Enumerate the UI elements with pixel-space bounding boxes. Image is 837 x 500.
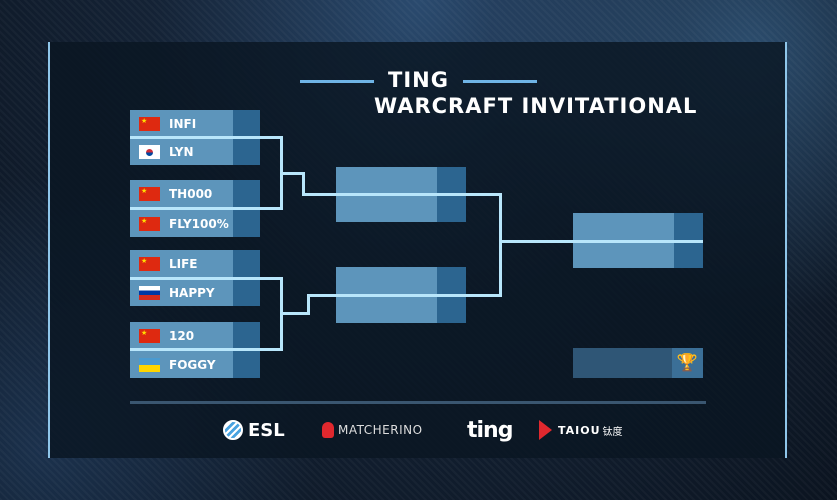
flag-ru-icon — [139, 285, 160, 300]
connector — [130, 348, 283, 351]
flag-cn-icon — [139, 116, 160, 131]
taiou-text: TAIOU — [558, 423, 601, 437]
title-rule-right — [462, 79, 537, 83]
player-name: INFI — [169, 116, 197, 131]
score-cell — [233, 110, 260, 137]
sponsor-logos: ESL MATCHERINO ting TAIOU 钛度 — [0, 416, 837, 444]
connector — [336, 193, 466, 196]
player-slot[interactable]: LYN — [130, 138, 260, 165]
divider — [130, 401, 706, 404]
title-ting: TING — [388, 68, 449, 92]
connector — [307, 294, 310, 315]
flag-cn-icon — [139, 216, 160, 231]
score-cell — [233, 180, 260, 207]
taiou-logo: TAIOU 钛度 — [539, 416, 623, 444]
player-name: FOGGY — [169, 357, 216, 372]
player-slot[interactable]: 120 — [130, 322, 260, 349]
player-slot[interactable]: FLY100% — [130, 210, 260, 237]
ting-logo: ting — [467, 416, 513, 444]
connector — [573, 240, 703, 243]
score-cell — [233, 351, 260, 378]
score-cell — [233, 210, 260, 237]
player-slot[interactable]: LIFE — [130, 250, 260, 277]
page-title: WARCRAFT INVITATIONAL — [374, 94, 698, 118]
connector — [280, 172, 305, 175]
connector — [130, 207, 283, 210]
player-name: FLY100% — [169, 216, 229, 231]
player-name: TH000 — [169, 186, 213, 201]
taiou-cn-text: 钛度 — [602, 426, 623, 438]
score-cell — [233, 322, 260, 349]
champion-slot[interactable]: 🏆 — [573, 348, 703, 378]
flag-cn-icon — [139, 186, 160, 201]
player-name: HAPPY — [169, 285, 215, 300]
player-slot[interactable]: TH000 — [130, 180, 260, 207]
esl-text: ESL — [248, 419, 285, 441]
connector — [336, 294, 466, 297]
player-name: LYN — [169, 144, 194, 159]
player-slot[interactable]: HAPPY — [130, 279, 260, 306]
player-slot[interactable]: FOGGY — [130, 351, 260, 378]
taiou-icon — [539, 420, 552, 440]
player-name: 120 — [169, 328, 195, 343]
title-top: TING — [0, 68, 837, 92]
connector — [130, 277, 283, 280]
esl-icon — [223, 420, 243, 440]
trophy-icon: 🏆 — [672, 348, 703, 378]
flag-cn-icon — [139, 328, 160, 343]
matcherino-logo: MATCHERINO — [322, 416, 423, 444]
title-rule-left — [300, 79, 375, 83]
ting-text: ting — [467, 417, 513, 443]
helmet-icon — [322, 422, 334, 438]
player-name: LIFE — [169, 256, 198, 271]
connector — [130, 136, 283, 139]
matcherino-text: MATCHERINO — [338, 423, 423, 437]
score-cell — [233, 138, 260, 165]
score-cell — [233, 279, 260, 306]
flag-kr-icon — [139, 144, 160, 159]
player-slot[interactable]: INFI — [130, 110, 260, 137]
connector — [280, 312, 310, 315]
connector — [499, 193, 502, 297]
flag-ua-icon — [139, 357, 160, 372]
connector — [302, 172, 305, 196]
flag-cn-icon — [139, 256, 160, 271]
score-cell — [233, 250, 260, 277]
esl-logo: ESL — [223, 416, 285, 444]
